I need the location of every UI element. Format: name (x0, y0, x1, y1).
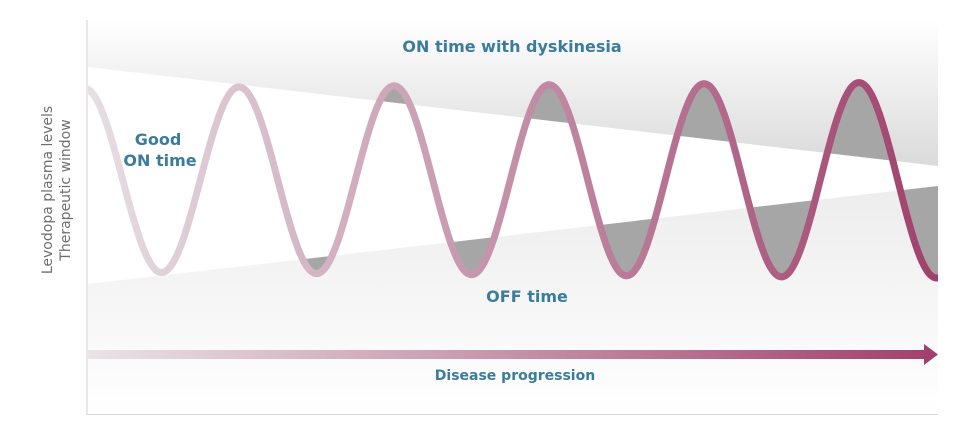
on-dyskinesia-label: ON time with dyskinesia (402, 37, 621, 56)
y-axis-label-line1: Levodopa plasma levels (40, 106, 56, 274)
progression-arrow-head (924, 344, 938, 365)
plasma-level-wave (88, 79, 938, 282)
good-on-label-line1: Good (135, 130, 182, 149)
good-on-label-line2: ON time (123, 151, 196, 170)
progression-label: Disease progression (435, 368, 595, 384)
off-time-label: OFF time (486, 287, 568, 306)
y-axis-label-line2: Therapeutic window (58, 119, 74, 261)
progression-arrow-shaft (88, 350, 926, 359)
